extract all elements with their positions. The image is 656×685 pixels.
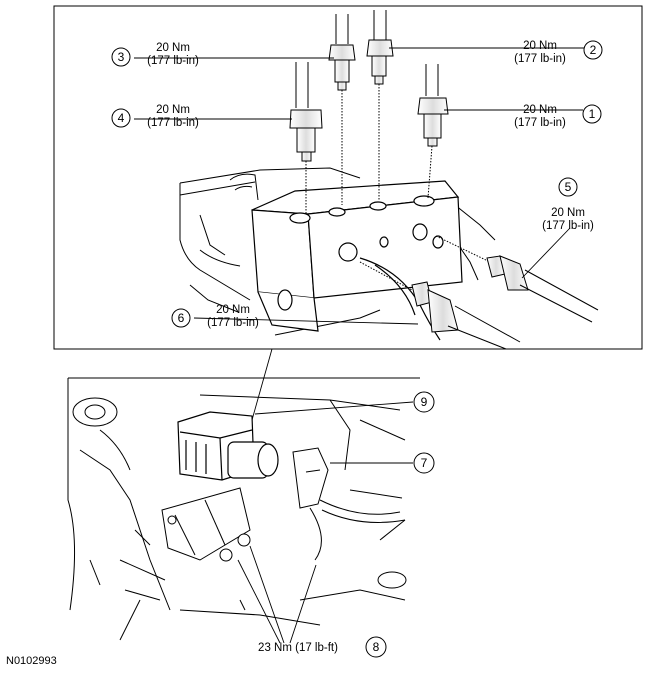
- callout-3-torque-alt: (177 lb-in): [147, 55, 199, 67]
- callout-5-torque: 20 Nm: [551, 207, 585, 219]
- callout-2-circle: [583, 40, 603, 60]
- figure-id: N0102993: [6, 655, 57, 667]
- brake-line-fitting-3: [328, 14, 356, 205]
- abs-module: [177, 411, 279, 481]
- callout-1-torque-alt: (177 lb-in): [514, 117, 566, 129]
- callout-9-number: 9: [421, 395, 428, 409]
- bracket-bolts: [167, 515, 251, 562]
- callout-7-number: 7: [421, 456, 428, 470]
- leader-lines-lower: [237, 401, 414, 644]
- callout-1-torque: 20 Nm: [523, 104, 557, 116]
- callout-4: 4 20 Nm (177 lb-in): [111, 104, 199, 129]
- callout-3-number: 3: [118, 50, 125, 64]
- callout-4-torque: 20 Nm: [156, 104, 190, 116]
- callout-2-torque: 20 Nm: [523, 40, 557, 52]
- callout-4-number: 4: [118, 111, 125, 125]
- callout-6: 6 20 Nm (177 lb-in): [171, 304, 259, 329]
- callout-5-number: 5: [565, 180, 572, 194]
- callout-2-number: 2: [590, 43, 597, 57]
- callout-4-circle: [111, 108, 131, 128]
- callout-6-torque-alt: (177 lb-in): [207, 317, 259, 329]
- callout-1: 20 Nm (177 lb-in) 1: [514, 104, 602, 129]
- callout-8: 23 Nm (17 lb-ft) 8: [258, 636, 387, 658]
- callout-3-torque: 20 Nm: [156, 42, 190, 54]
- callout-9-circle: [413, 391, 435, 413]
- leader-lines-upper: [134, 47, 584, 325]
- callout-7: 7: [413, 452, 435, 474]
- brake-line-fitting-2: [366, 10, 394, 200]
- callout-6-circle: [171, 308, 191, 328]
- callout-2-torque-alt: (177 lb-in): [514, 53, 566, 65]
- brake-line-fitting-4: [289, 62, 323, 214]
- callout-6-torque: 20 Nm: [216, 304, 250, 316]
- brake-line-fitting-6: [359, 261, 521, 350]
- callout-3-circle: [111, 47, 131, 67]
- lower-engine-bay-view: [67, 377, 420, 641]
- callout-8-torque: 23 Nm (17 lb-ft): [258, 642, 338, 654]
- callout-7-circle: [413, 452, 435, 474]
- callout-1-circle: [582, 104, 602, 124]
- hydraulic-control-unit: [251, 180, 463, 341]
- callout-5-torque-alt: (177 lb-in): [542, 220, 594, 232]
- electrical-connector: [292, 447, 406, 561]
- callout-1-number: 1: [589, 107, 596, 121]
- detail-connector-line: [251, 348, 273, 421]
- brake-line-fitting-1: [417, 64, 449, 199]
- callout-4-torque-alt: (177 lb-in): [147, 117, 199, 129]
- abs-bracket: [161, 487, 251, 561]
- callout-3: 3 20 Nm (177 lb-in): [111, 42, 199, 67]
- callout-5: 5 20 Nm (177 lb-in): [542, 177, 594, 232]
- callout-5-circle: [558, 177, 578, 197]
- brake-line-fitting-5: [435, 235, 599, 323]
- callout-8-circle: [365, 636, 387, 658]
- callout-9: 9: [413, 391, 435, 413]
- callout-2: 20 Nm (177 lb-in) 2: [514, 40, 603, 65]
- callout-8-number: 8: [373, 640, 380, 654]
- callout-6-number: 6: [178, 311, 185, 325]
